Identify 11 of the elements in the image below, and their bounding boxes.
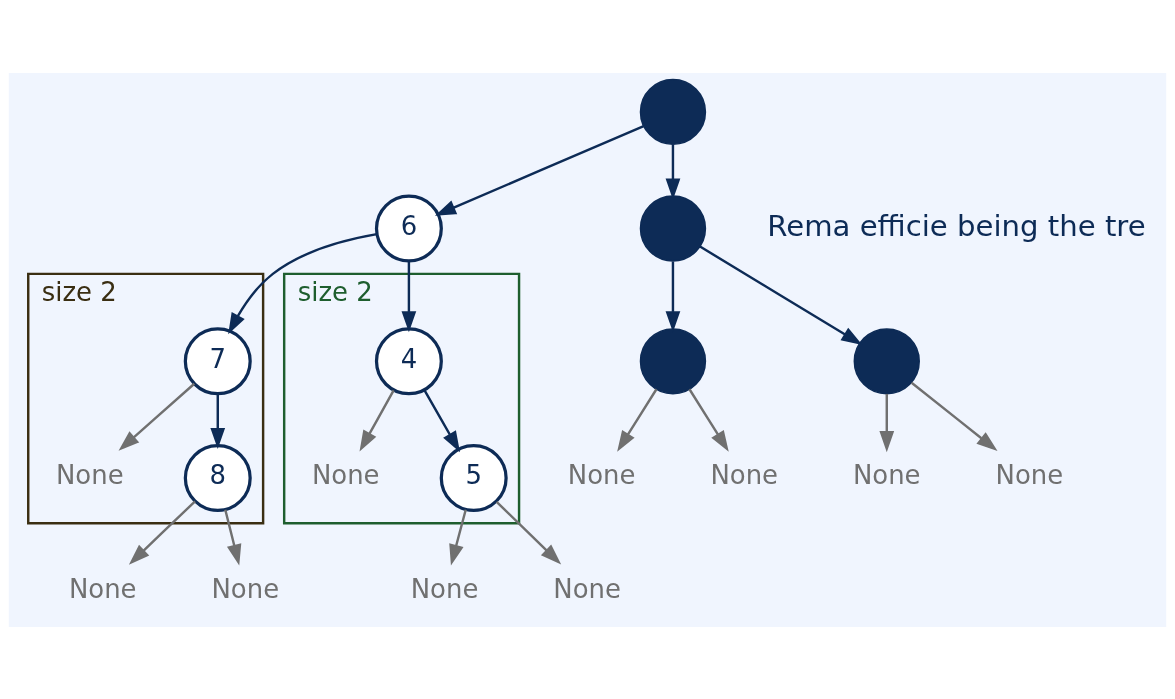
node-text: None [68, 573, 137, 604]
node-text: None [567, 459, 636, 490]
node-text: None [55, 459, 124, 490]
node-text: None [710, 459, 779, 490]
node-text: None [211, 573, 280, 604]
label: Rema efficie being the tre [767, 208, 1146, 243]
node-text: None [410, 573, 479, 604]
node-text: None [553, 573, 621, 604]
node-text: None [852, 459, 921, 490]
node-text: None [995, 459, 1064, 490]
node-text: None [311, 459, 380, 490]
